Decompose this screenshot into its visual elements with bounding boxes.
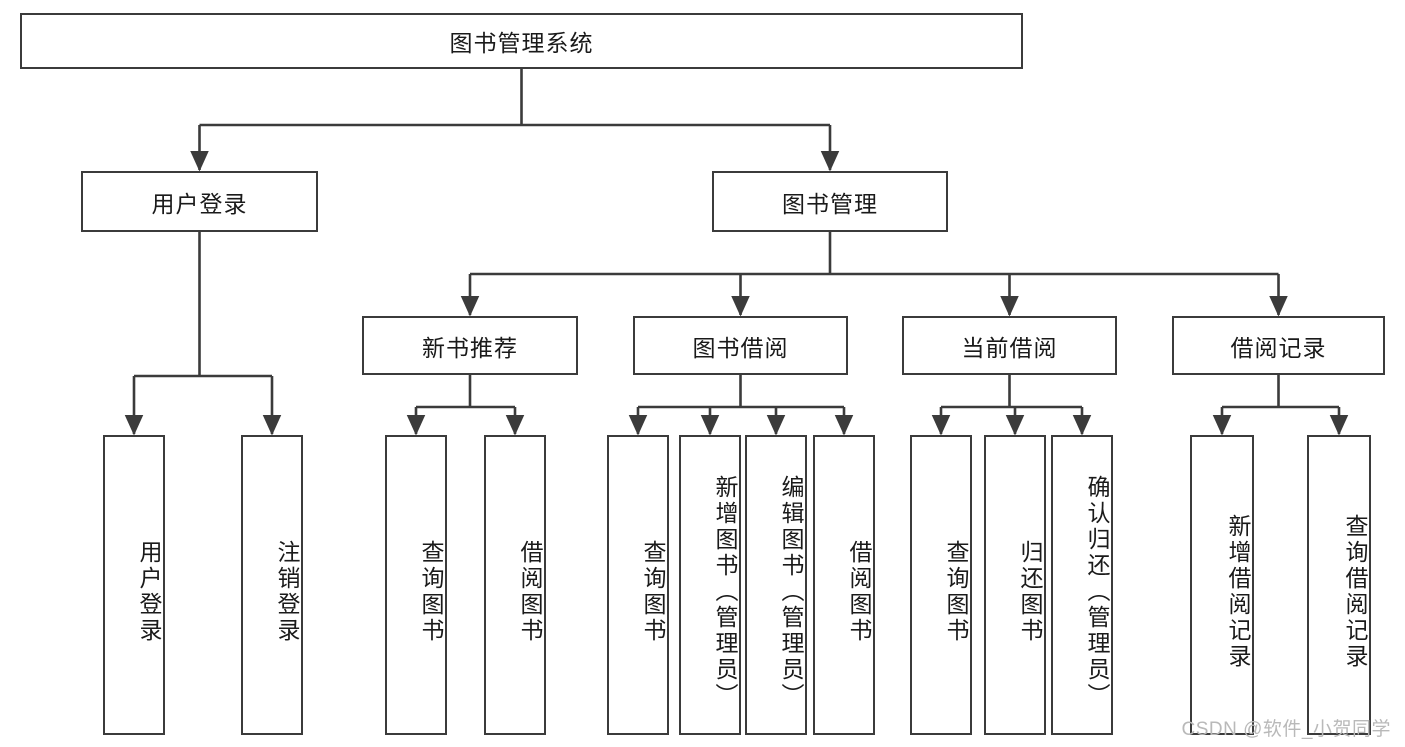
node-l_login[interactable]: 用户登录 bbox=[103, 435, 165, 735]
node-label: 图书管理系统 bbox=[449, 30, 594, 56]
node-n_query[interactable]: 查询图书 bbox=[385, 435, 447, 735]
node-label: 当前借阅 bbox=[961, 334, 1058, 361]
node-c_return[interactable]: 归还图书 bbox=[984, 435, 1046, 735]
node-b_query[interactable]: 查询图书 bbox=[607, 435, 669, 735]
node-c_confirm[interactable]: 确认归还（管理员） bbox=[1051, 435, 1113, 735]
node-label: 查询图书 bbox=[640, 540, 666, 644]
node-r_add[interactable]: 新增借阅记录 bbox=[1190, 435, 1254, 735]
node-label: 用户登录 bbox=[151, 190, 248, 217]
node-bookmgmt[interactable]: 图书管理 bbox=[712, 171, 948, 232]
node-l_logout[interactable]: 注销登录 bbox=[241, 435, 303, 735]
node-label: 新增借阅记录 bbox=[1225, 514, 1251, 670]
node-label: 查询借阅记录 bbox=[1342, 514, 1368, 670]
node-label: 查询图书 bbox=[418, 540, 444, 644]
node-label: 查询图书 bbox=[943, 540, 969, 644]
node-root[interactable]: 图书管理系统 bbox=[20, 13, 1023, 69]
node-c_query[interactable]: 查询图书 bbox=[910, 435, 972, 735]
node-label: 借阅图书 bbox=[846, 540, 872, 644]
node-login[interactable]: 用户登录 bbox=[81, 171, 318, 232]
node-n_borrow[interactable]: 借阅图书 bbox=[484, 435, 546, 735]
node-current[interactable]: 当前借阅 bbox=[902, 316, 1117, 375]
node-label: 借阅图书 bbox=[517, 540, 543, 644]
node-label: 图书管理 bbox=[782, 190, 878, 217]
node-label: 新书推荐 bbox=[422, 334, 518, 361]
node-label: 用户登录 bbox=[136, 540, 162, 644]
node-newbook[interactable]: 新书推荐 bbox=[362, 316, 578, 375]
node-label: 借阅记录 bbox=[1230, 334, 1327, 361]
node-b_borrow[interactable]: 借阅图书 bbox=[813, 435, 875, 735]
node-label: 确认归还（管理员） bbox=[1084, 475, 1110, 709]
node-label: 归还图书 bbox=[1017, 540, 1043, 644]
node-r_query[interactable]: 查询借阅记录 bbox=[1307, 435, 1371, 735]
node-b_edit[interactable]: 编辑图书（管理员） bbox=[745, 435, 807, 735]
node-label: 编辑图书（管理员） bbox=[778, 475, 804, 709]
node-label: 图书借阅 bbox=[692, 334, 789, 361]
node-label: 注销登录 bbox=[274, 540, 300, 644]
node-borrow[interactable]: 图书借阅 bbox=[633, 316, 848, 375]
node-label: 新增图书（管理员） bbox=[712, 475, 738, 709]
node-records[interactable]: 借阅记录 bbox=[1172, 316, 1385, 375]
node-b_add[interactable]: 新增图书（管理员） bbox=[679, 435, 741, 735]
